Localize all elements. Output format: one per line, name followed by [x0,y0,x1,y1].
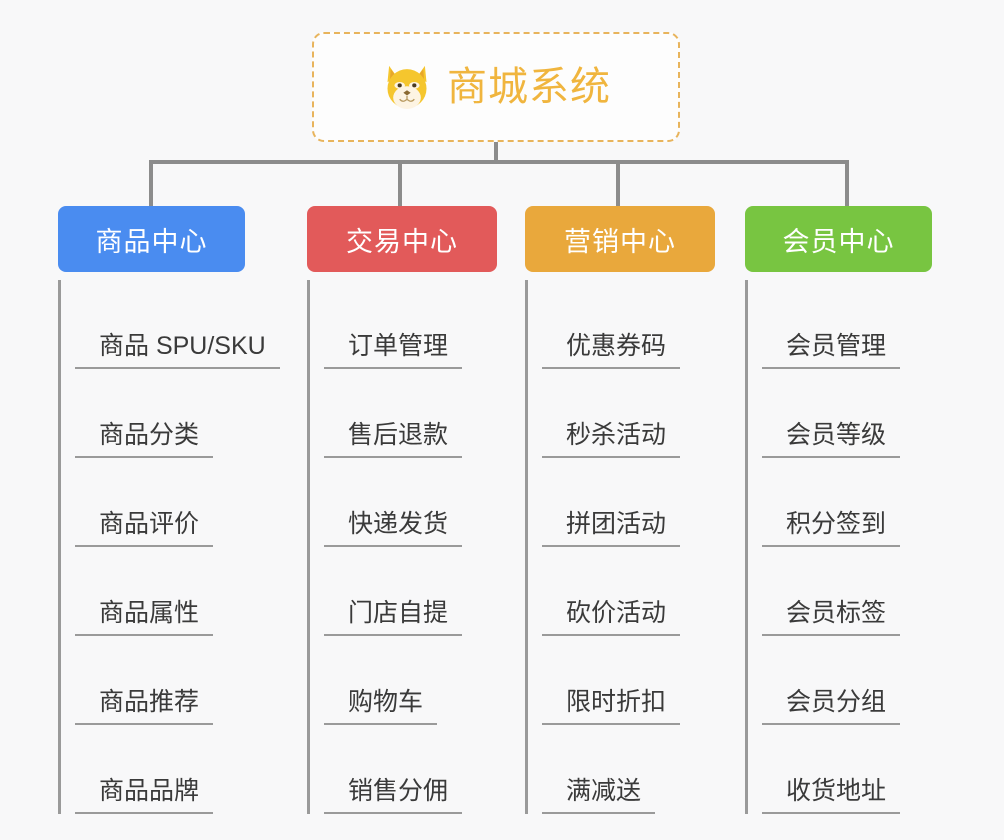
leaf-label: 售后退款 [324,421,463,458]
list-item[interactable]: 商品评价 [75,458,304,547]
leaf-label: 收货地址 [762,777,901,814]
branch-header-product-center[interactable]: 商品中心 [58,206,245,272]
list-item[interactable]: 订单管理 [324,280,532,369]
leaf-label: 拼团活动 [542,510,681,547]
list-item[interactable]: 限时折扣 [542,636,745,725]
leaf-label: 会员标签 [762,599,901,636]
leaf-label: 商品评价 [75,510,214,547]
branch-header-member-center[interactable]: 会员中心 [745,206,932,272]
root-title: 商城系统 [447,65,611,109]
list-item[interactable]: 快递发货 [324,458,532,547]
leaf-label: 商品属性 [75,599,214,636]
connector-drop-4 [845,160,849,208]
connector-root-stem [494,142,498,164]
leaf-label: 订单管理 [324,332,463,369]
list-item[interactable]: 商品 SPU/SKU [75,280,304,369]
leaf-label: 商品推荐 [75,688,214,725]
leaf-label: 商品分类 [75,421,214,458]
leaf-label: 购物车 [324,688,438,725]
list-item[interactable]: 砍价活动 [542,547,745,636]
leaf-label: 销售分佣 [324,777,463,814]
leaf-label: 限时折扣 [542,688,681,725]
branch-body-trade-center: 订单管理 售后退款 快递发货 门店自提 购物车 销售分佣 [307,280,532,814]
leaf-label: 满减送 [542,777,656,814]
connector-drop-2 [398,160,402,208]
list-item[interactable]: 商品推荐 [75,636,304,725]
branch-body-member-center: 会员管理 会员等级 积分签到 会员标签 会员分组 收货地址 [745,280,960,814]
branch-header-marketing-center[interactable]: 营销中心 [525,206,715,272]
list-item[interactable]: 购物车 [324,636,532,725]
leaf-label: 砍价活动 [542,599,681,636]
list-item[interactable]: 积分签到 [762,458,960,547]
list-item[interactable]: 门店自提 [324,547,532,636]
connector-drop-3 [616,160,620,208]
list-item[interactable]: 商品属性 [75,547,304,636]
leaf-label: 商品品牌 [75,777,214,814]
list-item[interactable]: 优惠券码 [542,280,745,369]
list-item[interactable]: 销售分佣 [324,725,532,814]
list-item[interactable]: 商品品牌 [75,725,304,814]
leaf-label: 积分签到 [762,510,901,547]
leaf-label: 会员管理 [762,332,901,369]
list-item[interactable]: 商品分类 [75,369,304,458]
list-item[interactable]: 秒杀活动 [542,369,745,458]
list-item[interactable]: 售后退款 [324,369,532,458]
leaf-label: 会员分组 [762,688,901,725]
list-item[interactable]: 会员标签 [762,547,960,636]
list-item[interactable]: 满减送 [542,725,745,814]
leaf-label: 门店自提 [324,599,463,636]
leaf-label: 优惠券码 [542,332,681,369]
leaf-label: 秒杀活动 [542,421,681,458]
branch-trade-center: 交易中心 订单管理 售后退款 快递发货 门店自提 购物车 销售分佣 [307,206,532,814]
list-item[interactable]: 拼团活动 [542,458,745,547]
shiba-dog-face-icon [387,65,427,109]
leaf-label: 快递发货 [324,510,463,547]
list-item[interactable]: 收货地址 [762,725,960,814]
connector-horizontal-bar [149,160,849,164]
connector-drop-1 [149,160,153,208]
branch-header-trade-center[interactable]: 交易中心 [307,206,497,272]
branch-member-center: 会员中心 会员管理 会员等级 积分签到 会员标签 会员分组 收货地址 [745,206,960,814]
list-item[interactable]: 会员管理 [762,280,960,369]
list-item[interactable]: 会员等级 [762,369,960,458]
branch-marketing-center: 营销中心 优惠券码 秒杀活动 拼团活动 砍价活动 限时折扣 满减送 [525,206,745,814]
leaf-label: 会员等级 [762,421,901,458]
branch-body-product-center: 商品 SPU/SKU 商品分类 商品评价 商品属性 商品推荐 商品品牌 [58,280,304,814]
leaf-label: 商品 SPU/SKU [75,332,280,369]
list-item[interactable]: 会员分组 [762,636,960,725]
root-node[interactable]: 商城系统 [312,32,680,142]
branch-body-marketing-center: 优惠券码 秒杀活动 拼团活动 砍价活动 限时折扣 满减送 [525,280,745,814]
branch-product-center: 商品中心 商品 SPU/SKU 商品分类 商品评价 商品属性 商品推荐 商品品牌 [58,206,304,814]
